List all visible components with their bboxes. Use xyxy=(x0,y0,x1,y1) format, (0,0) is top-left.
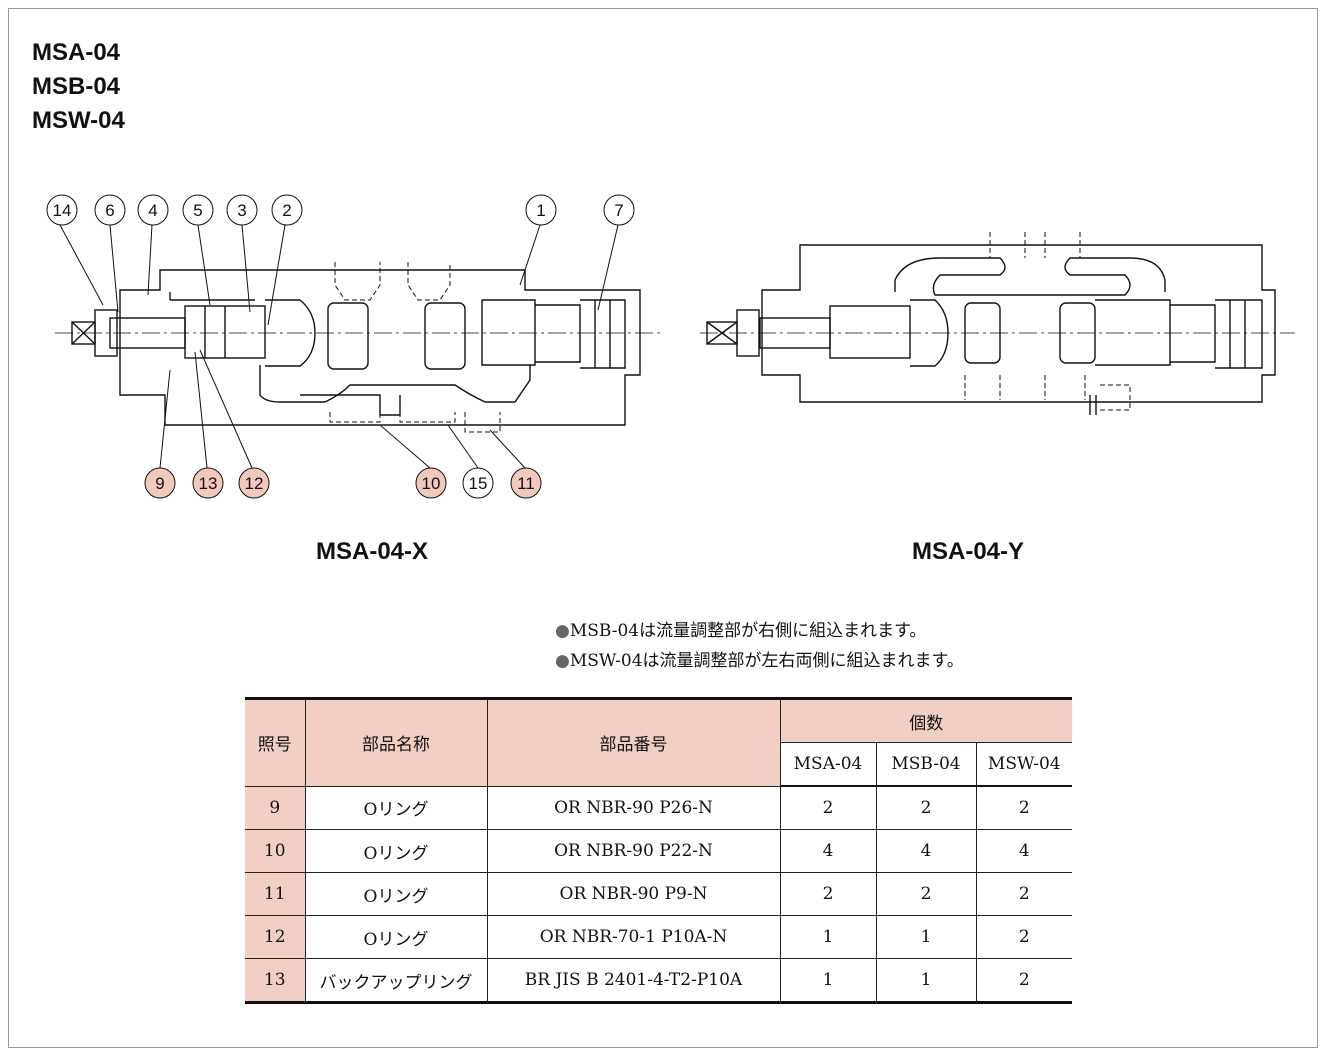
cell-name: Oリング xyxy=(304,872,488,916)
note-item: ●MSB-04は流量調整部が右側に組込まれます。 xyxy=(555,621,927,641)
cell-qty: 2 xyxy=(975,872,1072,916)
table-row: 11 Oリング OR NBR-90 P9-N 2 2 2 xyxy=(245,872,1072,916)
callout-label: 4 xyxy=(148,201,157,220)
cell-qty: 1 xyxy=(779,915,877,959)
callout-label: 3 xyxy=(237,201,246,220)
cell-part: OR NBR-90 P9-N xyxy=(486,872,781,916)
bullet-icon: ● xyxy=(555,621,570,641)
header-model: MSB-04 xyxy=(875,742,977,787)
cell-qty: 1 xyxy=(875,958,977,1003)
bullet-icon: ● xyxy=(555,651,570,671)
cell-qty: 2 xyxy=(779,872,877,916)
cell-part: OR NBR-90 P22-N xyxy=(486,829,781,873)
callouts-top xyxy=(46,194,635,326)
cell-no: 12 xyxy=(245,915,306,959)
note-item: ●MSW-04は流量調整部が左右両側に組込まれます。 xyxy=(555,651,964,671)
cell-part: OR NBR-70-1 P10A-N xyxy=(486,915,781,959)
cell-qty: 2 xyxy=(779,785,877,830)
header-part-number: 部品番号 xyxy=(486,698,781,787)
header-model: MSW-04 xyxy=(975,742,1072,787)
cell-qty: 2 xyxy=(975,785,1072,830)
diagram-msa-04-x xyxy=(55,262,662,433)
cell-name: バックアップリング xyxy=(304,958,488,1003)
cell-qty: 4 xyxy=(975,829,1072,873)
callouts-bottom xyxy=(144,349,542,499)
header-name: 部品名称 xyxy=(304,698,488,787)
callout-label: 10 xyxy=(422,474,441,493)
table-row: 13 バックアップリング BR JIS B 2401-4-T2-P10A 1 1… xyxy=(245,958,1072,1003)
callout-label: 5 xyxy=(193,201,202,220)
callout-label: 13 xyxy=(199,474,218,493)
header-no: 照号 xyxy=(245,698,306,787)
cell-name: Oリング xyxy=(304,915,488,959)
cell-no: 10 xyxy=(245,829,306,873)
cell-qty: 1 xyxy=(875,915,977,959)
cell-no: 9 xyxy=(245,785,306,830)
cell-qty: 2 xyxy=(975,915,1072,959)
callout-label: 7 xyxy=(614,201,623,220)
cell-qty: 4 xyxy=(875,829,977,873)
cell-name: Oリング xyxy=(304,829,488,873)
callout-label: 1 xyxy=(536,201,545,220)
callout-label: 6 xyxy=(105,201,114,220)
callout-label: 2 xyxy=(282,201,291,220)
cell-qty: 1 xyxy=(779,958,877,1003)
callout-label: 12 xyxy=(245,474,264,493)
cell-part: OR NBR-90 P26-N xyxy=(486,785,781,830)
cell-qty: 2 xyxy=(975,958,1072,1003)
cell-qty: 2 xyxy=(875,872,977,916)
diagram-caption-x: MSA-04-X xyxy=(316,538,429,565)
callout-label: 14 xyxy=(53,201,72,220)
model-name: MSA-04 xyxy=(32,39,121,66)
cell-no: 13 xyxy=(245,958,306,1003)
cell-no: 11 xyxy=(245,872,306,916)
cell-qty: 2 xyxy=(875,785,977,830)
table-row: 10 Oリング OR NBR-90 P22-N 4 4 4 xyxy=(245,829,1072,873)
parts-table: 照号 部品名称 部品番号 個数 MSA-04 MSB-04 MSW-04 9 O… xyxy=(245,697,1072,1004)
callout-label: 9 xyxy=(155,474,164,493)
diagram-msa-04-y xyxy=(700,232,1295,415)
diagram-caption-y: MSA-04-Y xyxy=(912,538,1025,565)
model-name: MSW-04 xyxy=(32,107,125,134)
callout-label: 11 xyxy=(517,474,535,493)
cross-section-diagrams: 14 6 4 5 3 2 1 7 9 13 12 10 15 11 xyxy=(46,194,1295,499)
table-row: 9 Oリング OR NBR-90 P26-N 2 2 2 xyxy=(245,785,1072,830)
notes: ●MSB-04は流量調整部が右側に組込まれます。 ●MSW-04は流量調整部が左… xyxy=(555,616,964,676)
header-quantity: 個数 xyxy=(779,698,1072,743)
cell-part: BR JIS B 2401-4-T2-P10A xyxy=(486,958,781,1003)
header-model: MSA-04 xyxy=(780,742,877,787)
cell-name: Oリング xyxy=(304,785,488,830)
table-row: 12 Oリング OR NBR-70-1 P10A-N 1 1 2 xyxy=(245,915,1072,959)
cell-qty: 4 xyxy=(779,829,877,873)
callout-label: 15 xyxy=(469,474,488,493)
model-name: MSB-04 xyxy=(32,73,121,100)
model-list: MSA-04 MSB-04 MSW-04 xyxy=(32,36,125,138)
